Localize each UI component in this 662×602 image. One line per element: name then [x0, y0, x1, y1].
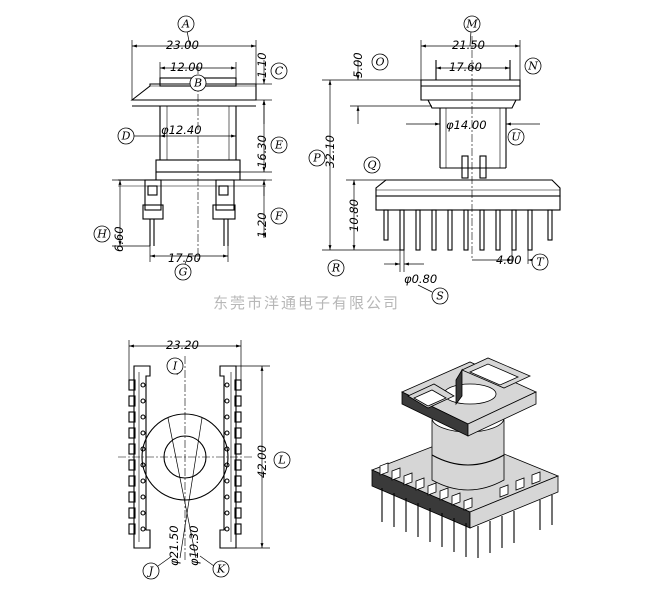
dim-23-00: 23.00 — [166, 38, 199, 52]
label-A: A — [181, 18, 190, 31]
label-M: M — [465, 18, 478, 31]
dim-21-50: 21.50 — [452, 38, 485, 52]
dim-23-20: 23.20 — [166, 338, 199, 352]
dim-1-20: 1.20 — [255, 212, 269, 238]
bottom-view: 23.20 42.00 φ21.50 φ10.30 I L J K — [118, 338, 291, 580]
dim-5-00: 5.00 — [351, 52, 365, 78]
iso-pins — [381, 488, 553, 558]
label-U: U — [511, 131, 521, 144]
label-S: S — [436, 290, 444, 303]
side-view-pins — [383, 209, 553, 251]
label-E: E — [274, 139, 283, 152]
label-G: G — [179, 266, 188, 279]
label-J: J — [147, 565, 154, 578]
dim-10-30: φ10.30 — [187, 525, 201, 566]
dim-1-10: 1.10 — [255, 52, 269, 78]
label-B: B — [193, 77, 202, 90]
dim-17-50: 17.50 — [168, 251, 201, 265]
dim-32-10: 32.10 — [323, 135, 337, 168]
dim-4-00: 4.00 — [496, 253, 522, 267]
label-D: D — [121, 130, 131, 143]
label-P: P — [312, 152, 321, 165]
dim-17-60: 17.60 — [449, 60, 482, 74]
dim-14-00: φ14.00 — [446, 118, 487, 132]
label-Q: Q — [367, 159, 376, 172]
label-C: C — [275, 65, 284, 78]
company-watermark: 东莞市洋通电子有限公司 — [213, 294, 400, 312]
iso-pin-slots — [379, 462, 541, 511]
isometric-view — [370, 357, 560, 558]
label-R: R — [331, 262, 340, 275]
label-K: K — [216, 563, 226, 576]
dim-16-30: 16.30 — [255, 135, 269, 168]
dim-0-80: φ0.80 — [404, 272, 437, 286]
dim-12-40: φ12.40 — [161, 123, 202, 137]
label-O: O — [375, 56, 384, 69]
dim-12-00: 12.00 — [170, 60, 203, 74]
label-T: T — [536, 256, 545, 269]
side-view: 21.50 17.60 5.00 φ14.00 32.10 10.80 φ0.8… — [308, 15, 561, 305]
dim-10-80: 10.80 — [347, 199, 361, 232]
label-I: I — [172, 360, 178, 373]
front-view: 23.00 12.00 1.10 φ12.40 16.30 1.20 6.60 — [93, 15, 288, 281]
dim-42-00: 42.00 — [255, 445, 269, 478]
label-H: H — [96, 228, 107, 241]
label-N: N — [527, 60, 538, 73]
dim-6-60: 6.60 — [112, 226, 126, 252]
left-pin-pads — [128, 379, 146, 535]
label-L: L — [277, 454, 285, 467]
dim-21-50b: φ21.50 — [167, 525, 181, 566]
label-F: F — [274, 210, 283, 223]
